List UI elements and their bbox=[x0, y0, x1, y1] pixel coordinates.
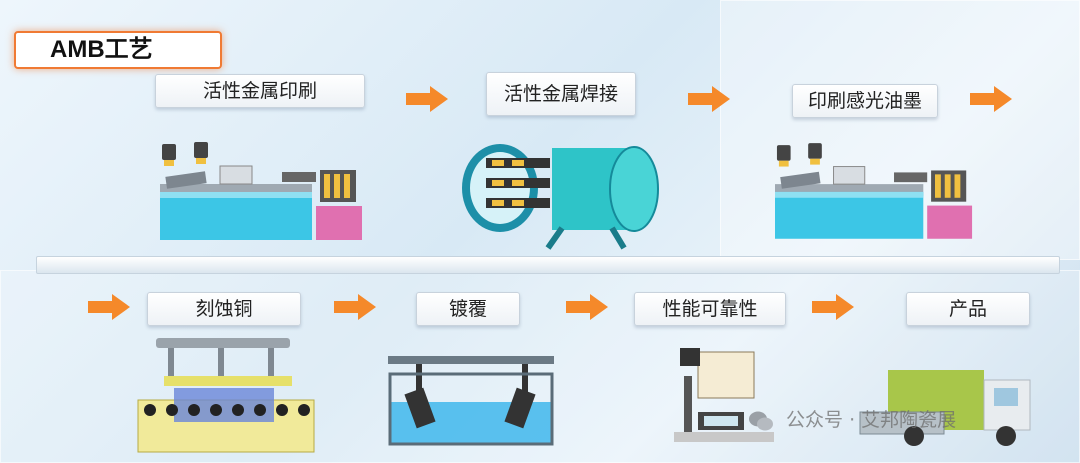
wechat-icon bbox=[749, 411, 773, 430]
arrow-right-icon bbox=[88, 294, 130, 320]
step-label-plating: 镀覆 bbox=[416, 292, 520, 326]
watermark: 公众号 · 艾邦陶瓷展 bbox=[748, 404, 956, 436]
screen-printer-icon bbox=[775, 143, 973, 239]
step-label-copper-etching: 刻蚀铜 bbox=[147, 292, 301, 326]
watermark-text: 公众号 · 艾邦陶瓷展 bbox=[786, 409, 957, 431]
step-label-active-metal-brazing: 活性金属焊接 bbox=[486, 72, 636, 116]
arrow-right-icon bbox=[566, 294, 608, 320]
etching-machine-icon bbox=[137, 338, 315, 453]
plating-tank-icon bbox=[388, 356, 554, 446]
vacuum-brazing-furnace-icon bbox=[462, 144, 659, 250]
arrow-right-icon bbox=[970, 86, 1012, 112]
step-label-active-metal-printing: 活性金属印刷 bbox=[155, 74, 365, 108]
screen-printer-icon bbox=[160, 142, 362, 240]
step-label-photoresist-printing: 印刷感光油墨 bbox=[792, 84, 938, 118]
inspection-microscope-icon bbox=[674, 348, 774, 442]
arrow-right-icon bbox=[688, 86, 730, 112]
arrow-right-icon bbox=[812, 294, 854, 320]
row-divider bbox=[36, 256, 1060, 274]
delivery-truck-icon bbox=[859, 370, 1031, 446]
step-label-product: 产品 bbox=[906, 292, 1030, 326]
step-label-reliability-testing: 性能可靠性 bbox=[634, 292, 786, 326]
page-title: AMB工艺 bbox=[14, 31, 222, 69]
arrow-right-icon bbox=[334, 294, 376, 320]
arrow-right-icon bbox=[406, 86, 448, 112]
